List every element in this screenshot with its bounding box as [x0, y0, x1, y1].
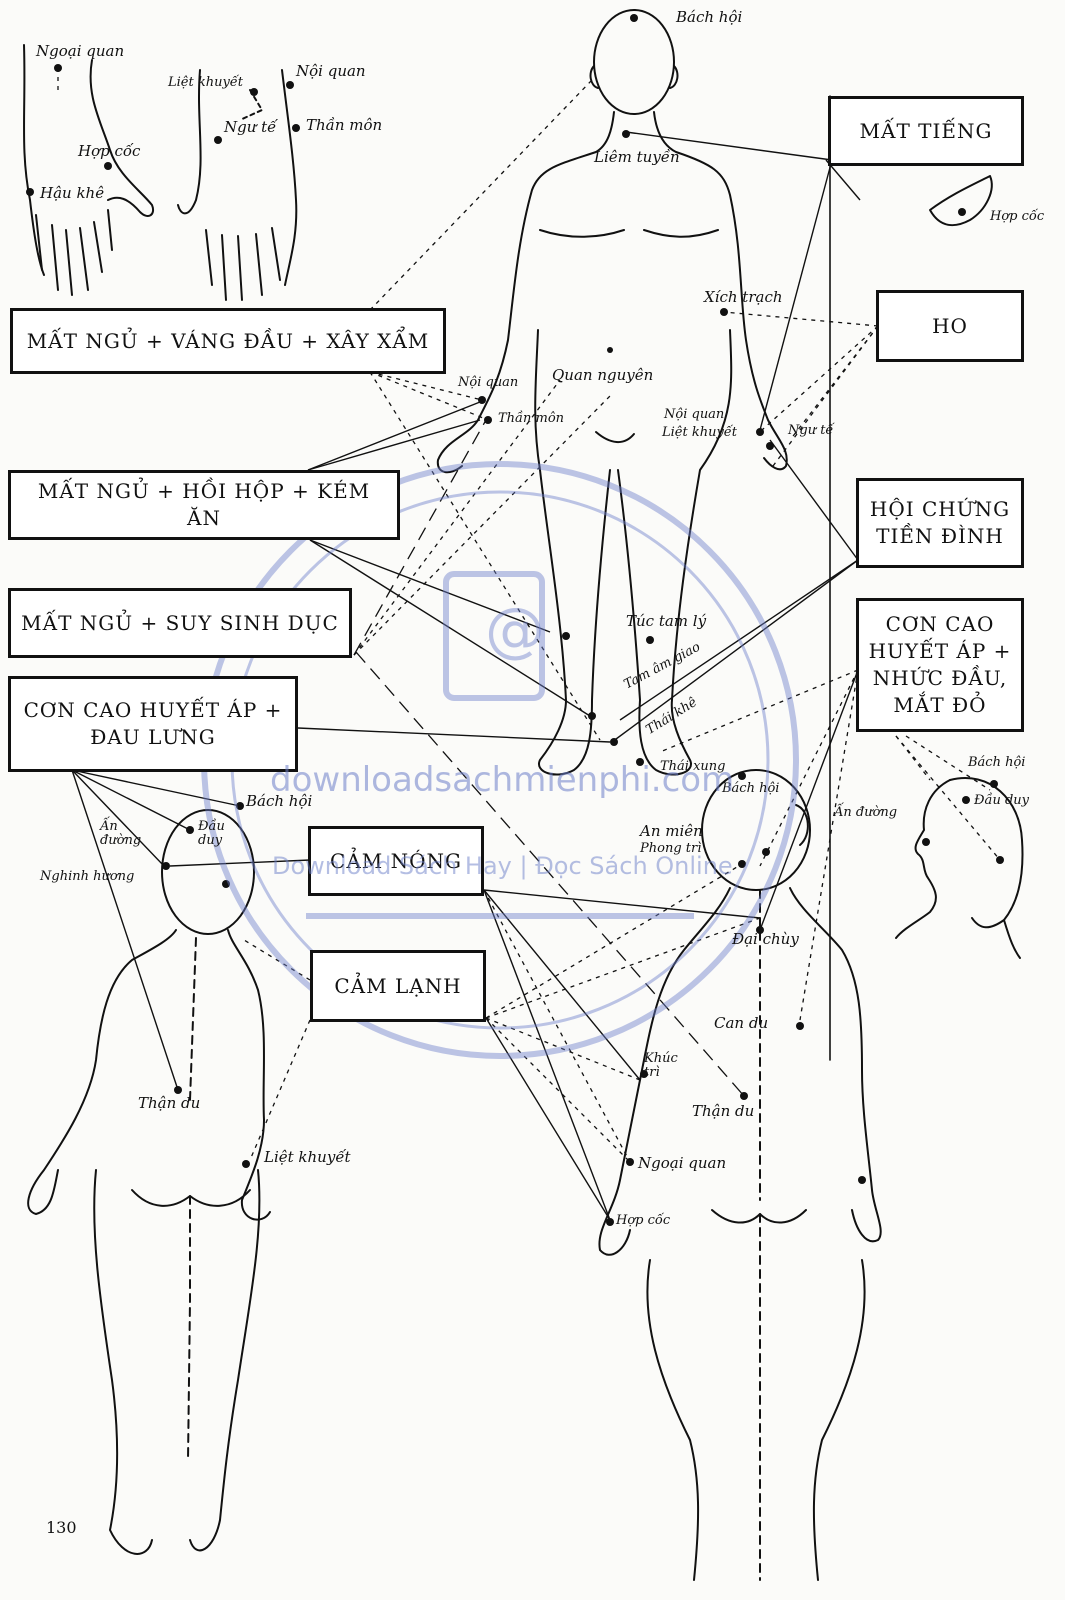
small-hand-illustration	[929, 175, 993, 227]
label-hand-noi-quan: Nội quan	[296, 62, 366, 80]
label-hand-hop-coc: Hợp cốc	[78, 142, 141, 160]
label-leftback-nghinh-huong: Nghinh hương	[40, 869, 135, 884]
label-leftback-than-du: Thận du	[138, 1094, 201, 1112]
box-mat-ngu-hoi-hop[interactable]: MẤT NGỦ + HỒI HỘP + KÉM ĂN	[8, 470, 400, 540]
label-rightback-hop-coc: Hợp cốc	[616, 1213, 671, 1228]
label-leftback-an-duong: Ấn đường	[100, 819, 142, 849]
box-cam-lanh[interactable]: CẢM LẠNH	[310, 950, 486, 1022]
label-front-liem-tuyen: Liêm tuyền	[594, 148, 680, 166]
label-hand-than-mon: Thần môn	[306, 116, 383, 134]
label-hand-ngoai-quan: Ngoại quan	[36, 42, 125, 60]
label-rightback-khuc-tri: Khúc trì	[644, 1051, 678, 1081]
label-rightback-an-mien: An miên	[640, 822, 703, 840]
left-back-figure-illustration	[27, 809, 271, 1555]
hand-back-illustration	[23, 44, 154, 296]
label-rightback-ngoai-quan: Ngoại quan	[638, 1154, 727, 1172]
label-front-ngu-te: Ngư tế	[788, 423, 834, 438]
label-front-liet-khuyet: Liệt khuyết	[662, 425, 738, 440]
watermark-url: downloadsachmienphi.com	[270, 760, 735, 800]
box-con-cao-huyet-ap-nhuc-dau[interactable]: CƠN CAO HUYẾT ÁP + NHỨC ĐẦU, MẮT ĐỎ	[856, 598, 1024, 732]
label-front-bach-hoi: Bách hội	[676, 8, 743, 26]
right-back-figure-illustration	[598, 769, 882, 1581]
front-figure-illustration	[436, 9, 788, 776]
label-hand-liet-khuyet: Liệt khuyết	[168, 75, 244, 90]
label-leftback-liet-khuyet: Liệt khuyết	[264, 1148, 351, 1166]
label-front-noi-quan-right: Nội quan	[458, 375, 519, 390]
label-rightback-can-du: Can du	[714, 1014, 769, 1032]
label-hand-hau-khe: Hậu khê	[40, 184, 105, 202]
label-rightback-dai-chuy: Đại chùy	[732, 930, 799, 948]
label-leftback-dau-duy: Đầu duy	[198, 819, 225, 849]
box-ho[interactable]: HO	[876, 290, 1024, 362]
label-face-dau-duy: Đầu duy	[974, 793, 1030, 808]
box-con-cao-huyet-ap-dau-lung[interactable]: CƠN CAO HUYẾT ÁP + ĐAU LƯNG	[8, 676, 298, 772]
watermark-tagline: Download Sách Hay | Đọc Sách Online	[272, 852, 733, 880]
label-front-noi-quan-left: Nội quan	[664, 407, 725, 422]
label-front-tuc-tam-ly: Túc tam lý	[626, 612, 707, 630]
label-face-bach-hoi: Bách hội	[968, 755, 1026, 770]
box-mat-tieng[interactable]: MẤT TIẾNG	[828, 96, 1024, 166]
label-front-quan-nguyen: Quan nguyên	[552, 366, 654, 384]
box-mat-ngu-suy-sinh-duc[interactable]: MẤT NGỦ + SUY SINH DỤC	[8, 588, 352, 658]
page-number: 130	[46, 1518, 77, 1537]
label-face-an-duong: Ấn đường	[834, 805, 898, 820]
hand-palm-illustration	[177, 69, 298, 301]
label-front-than-mon: Thần môn	[498, 411, 565, 426]
label-hand-ngu-te: Ngư tế	[224, 118, 277, 136]
label-front-xich-trach: Xích trạch	[704, 288, 783, 306]
label-rightback-than-du: Thận du	[692, 1102, 755, 1120]
label-front-thai-xung: Thái xung	[660, 759, 726, 774]
box-cam-nong[interactable]: CẢM NÓNG	[308, 826, 484, 896]
label-rightback-bach-hoi: Bách hội	[722, 781, 780, 796]
box-hoi-chung-tien-dinh[interactable]: HỘI CHỨNG TIỀN ĐÌNH	[856, 478, 1024, 568]
box-mat-ngu-vang-dau[interactable]: MẤT NGỦ + VÁNG ĐẦU + XÂY XẨM	[10, 308, 446, 374]
label-rightback-phong-tri: Phong trì	[640, 841, 702, 856]
label-front-hop-coc: Hợp cốc	[990, 209, 1045, 224]
label-leftback-bach-hoi: Bách hội	[246, 792, 313, 810]
svg-text:@: @	[485, 595, 545, 665]
